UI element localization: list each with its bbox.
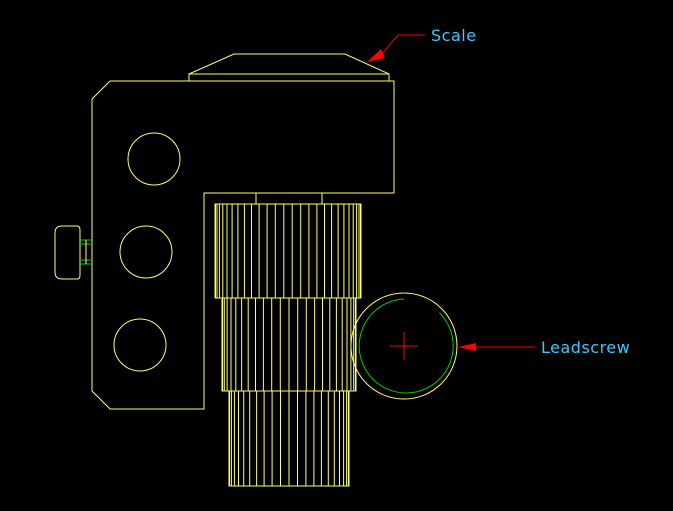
hole-middle xyxy=(119,225,173,279)
bracket-body xyxy=(91,53,395,410)
leadscrew-end xyxy=(350,292,458,400)
leadscrew-label: Leadscrew xyxy=(541,338,630,357)
scale-arrowhead xyxy=(367,49,385,62)
leadscrew-outer-circle xyxy=(350,292,458,400)
scale-leader xyxy=(367,34,425,62)
knurled-barrel-middle xyxy=(221,297,357,392)
hole-bottom xyxy=(113,318,167,372)
side-knob xyxy=(54,225,92,280)
hole-top xyxy=(127,132,181,186)
scale-label: Scale xyxy=(431,26,477,45)
scale-bar xyxy=(188,53,390,82)
leadscrew-arrowhead xyxy=(458,343,476,351)
knurled-barrel-bottom xyxy=(228,390,350,487)
knurled-barrel-top xyxy=(214,203,362,299)
leadscrew-leader xyxy=(458,343,535,351)
bracket-outline xyxy=(91,80,395,410)
barrel-outline xyxy=(214,203,362,299)
leadscrew-thread-arc xyxy=(358,298,454,394)
